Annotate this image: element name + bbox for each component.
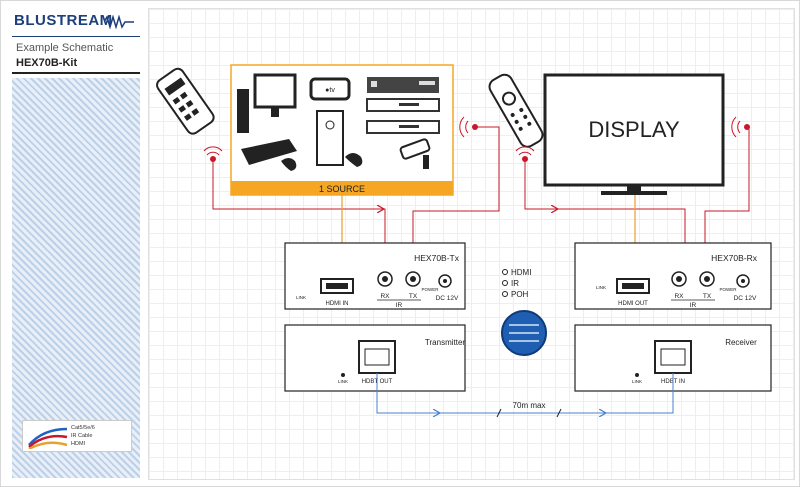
schematic-title: Example Schematic — [16, 42, 114, 54]
cat-cable — [376, 373, 674, 418]
signal-hdmi-label: HDMI — [511, 268, 531, 277]
tx-front-panel — [284, 242, 466, 310]
ir-cables — [212, 126, 750, 271]
display-neck — [627, 185, 641, 191]
source-label: 1 SOURCE — [319, 184, 365, 194]
playstation-icon — [241, 139, 297, 171]
tx-role-label: Transmitter — [425, 338, 465, 347]
rx-hdmi-label: HDMI OUT — [618, 301, 648, 307]
rx-tx-label: TX — [703, 293, 712, 300]
schematic-canvas: 1 SOURCE ●tv — [148, 8, 795, 480]
legend-item-ir: IR Cable — [71, 433, 93, 439]
model-name: HEX70B-Kit — [16, 57, 78, 69]
remote-control-left-icon — [156, 67, 215, 135]
dvd-player-icon — [366, 98, 440, 112]
sidebar: BLUSTREAM Example Schematic HEX70B-Kit C… — [6, 6, 140, 478]
signal-ir-label: IR — [511, 279, 519, 288]
brand-logo: BLUSTREAM — [14, 12, 113, 29]
rx-rear-link-label: LINK — [632, 379, 642, 384]
rx-rx-label: RX — [674, 293, 684, 300]
legend-item-hdmi: HDMI — [71, 441, 86, 447]
svg-text:●tv: ●tv — [325, 87, 335, 94]
schematic-svg: 1 SOURCE ●tv — [156, 64, 772, 418]
brand-divider — [12, 36, 140, 37]
distance-label: 70m max — [513, 401, 546, 410]
apple-tv-icon: ●tv — [309, 77, 351, 101]
monitor-icon — [237, 73, 297, 133]
ir-receiver-left-icon — [203, 146, 223, 162]
model-divider — [12, 72, 140, 74]
hatched-panel — [12, 78, 140, 478]
legend-hdmi-line — [28, 441, 68, 449]
display-stand — [601, 191, 667, 195]
legend-swatches — [28, 427, 68, 449]
security-camera-icon — [399, 138, 431, 169]
set-top-box-icon — [367, 77, 439, 93]
tx-tx-label: TX — [409, 293, 418, 300]
rx-name: HEX70B-Rx — [711, 253, 758, 263]
display-label: DISPLAY — [588, 117, 680, 142]
brand-wave-icon — [104, 15, 134, 29]
rx-role-label: Receiver — [725, 338, 757, 347]
tx-link-label: LINK — [296, 295, 306, 300]
tx-name: HEX70B-Tx — [414, 253, 460, 263]
signal-poh-label: POH — [511, 290, 529, 299]
tx-ir-label: IR — [396, 302, 403, 309]
legend-item-cat: Cat5/5e/6 — [71, 425, 95, 431]
bluray-player-icon — [366, 120, 440, 134]
rx-power-label: POWER — [719, 287, 737, 292]
xbox-icon — [316, 110, 363, 167]
source-label-bar — [231, 181, 453, 195]
rx-dc-label: DC 12V — [734, 295, 757, 302]
cable-legend: Cat5/5e/6 IR Cable HDMI — [22, 420, 132, 452]
tx-hdmi-label: HDMI IN — [326, 301, 349, 307]
legend-ir-line — [28, 434, 68, 448]
tx-dc-label: DC 12V — [436, 295, 459, 302]
tx-rear-link-label: LINK — [338, 379, 348, 384]
rx-ir-label: IR — [690, 302, 697, 309]
legend-cat-line — [28, 427, 68, 446]
ir-emitter-display-icon — [731, 116, 750, 138]
tx-rx-label: RX — [380, 293, 390, 300]
tx-power-label: POWER — [421, 287, 439, 292]
rx-link-label: LINK — [596, 285, 606, 290]
remote-control-right-icon — [488, 73, 544, 148]
